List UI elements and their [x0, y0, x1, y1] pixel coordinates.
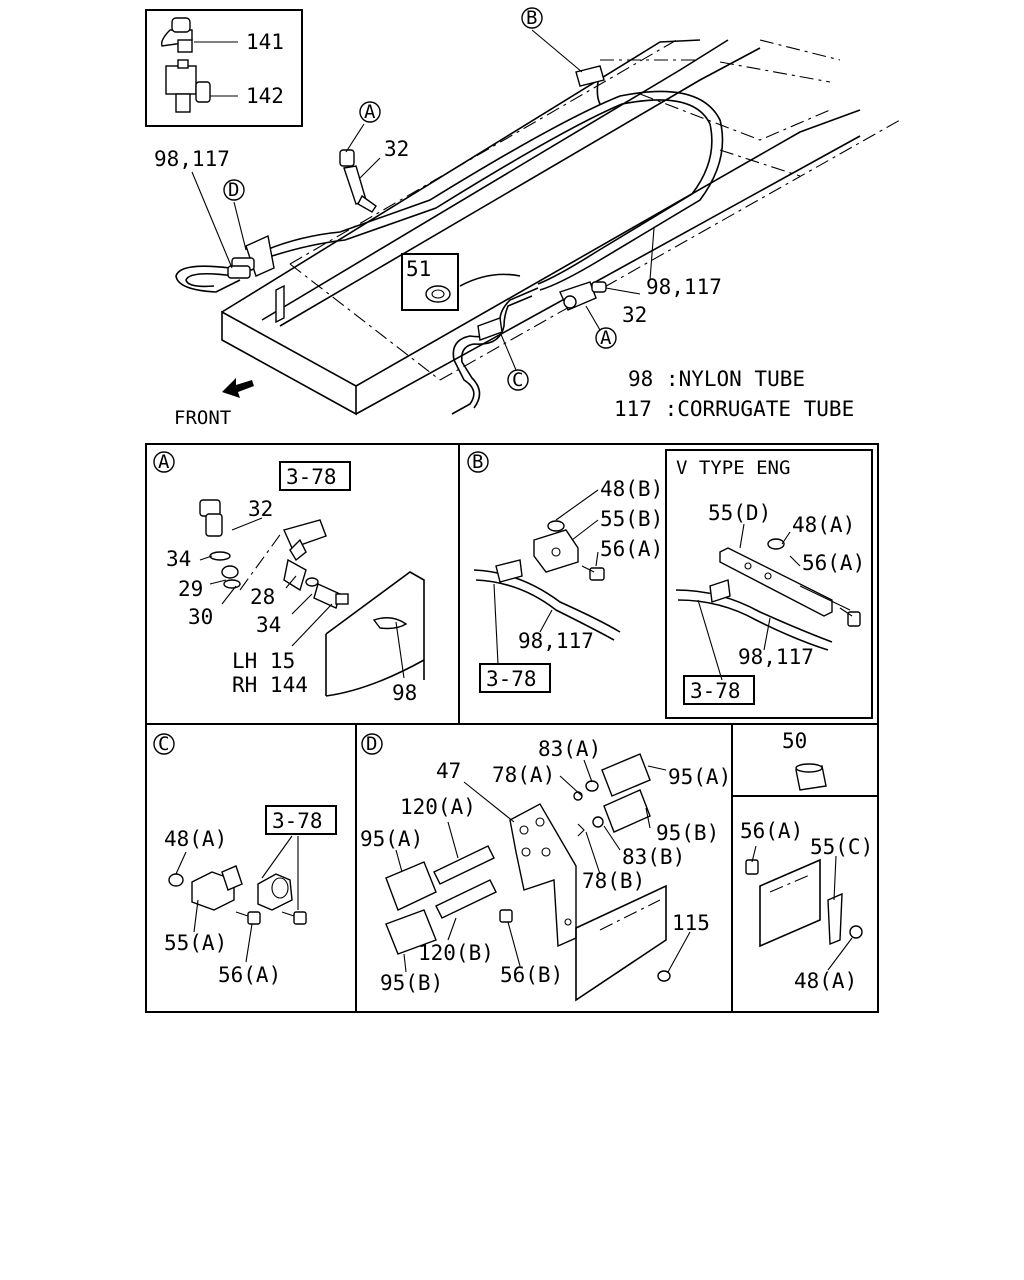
panel-D-95b-left: 95(B) [380, 971, 443, 995]
panel-A: A 3-78 [153, 451, 425, 705]
panel-D-95a-left: 95(A) [360, 827, 423, 851]
fitting-141-icon [160, 17, 193, 53]
label-98-117-right: 98,117 [646, 275, 722, 299]
callout-C-circle [507, 369, 529, 391]
callout-A1: A [364, 101, 376, 123]
panel-E-56: 56(A) [740, 819, 803, 843]
panel-A-rh: RH 144 [232, 673, 308, 697]
panel-v-title: V TYPE ENG [676, 457, 790, 479]
panel-C-key: C [158, 733, 169, 755]
part-51-box [401, 253, 459, 311]
grommet-51-icon [425, 285, 451, 303]
callout-A2-circle [595, 327, 617, 349]
panel-C-56: 56(A) [218, 963, 281, 987]
panel-B-ref-box [479, 663, 551, 693]
panel-D-key: D [366, 733, 377, 755]
tube-routing [175, 65, 724, 415]
panel-D-95a-right: 95(A) [668, 765, 731, 789]
panel-A-32: 32 [248, 497, 273, 521]
panel-C: C 3-78 48(A) 55(A) 56(A) [153, 733, 337, 987]
panel-A-98: 98 [392, 681, 417, 705]
legend-corrugate-tube: 117 :CORRUGATE TUBE [614, 397, 854, 421]
label-98-117-left: 98,117 [154, 147, 230, 171]
label-142: 142 [246, 84, 284, 108]
panel-A-key: A [158, 451, 170, 473]
panel-A-29: 29 [178, 577, 203, 601]
panel-B: B 48(B) 55(B) 56(A) 98,117 3-78 [467, 451, 663, 693]
panel-D-83b: 83(B) [622, 845, 685, 869]
panel-D-56b: 56(B) [500, 963, 563, 987]
leader-lines [191, 29, 655, 371]
panel-E-55: 55(C) [810, 835, 873, 859]
panel-E-parts [745, 845, 863, 971]
panel-C-48: 48(A) [164, 827, 227, 851]
panel-A-lh: LH 15 [232, 649, 295, 673]
panel-50-label: 50 [782, 729, 807, 753]
panel-D-78b: 78(B) [582, 869, 645, 893]
callout-A1-circle [359, 101, 381, 123]
panel-E: 56(A) 55(C) 48(A) [740, 819, 873, 993]
panel-v-ref-box [683, 675, 755, 705]
panel-v-98-117: 98,117 [738, 645, 814, 669]
front-label: FRONT [174, 407, 231, 429]
panel-v-parts [675, 523, 861, 681]
panel-50: 50 [782, 729, 827, 791]
panel-B-56: 56(A) [600, 537, 663, 561]
inset-box [145, 9, 303, 127]
panel-D-115: 115 [672, 911, 710, 935]
panel-v-ref: 3-78 [690, 679, 741, 703]
frame-rail [221, 37, 901, 416]
panel-C-ref: 3-78 [272, 809, 323, 833]
front-arrow-icon [222, 378, 254, 398]
panel-C-parts [168, 835, 307, 963]
legend-nylon-tube: 98 :NYLON TUBE [628, 367, 805, 391]
panel-B-55: 55(B) [600, 507, 663, 531]
overview-drawing: 141 142 [145, 7, 901, 429]
detail-grid [145, 443, 879, 1013]
panel-v-type: V TYPE ENG 55(D) 48(A) 56(A) 98,117 3-78 [675, 457, 865, 705]
panel-v-55: 55(D) [708, 501, 771, 525]
panel-E-48: 48(A) [794, 969, 857, 993]
panel-B-ref: 3-78 [486, 667, 537, 691]
label-32-top: 32 [384, 137, 409, 161]
panel-D: D [360, 733, 731, 1002]
callout-B-circle [521, 7, 543, 29]
label-141: 141 [246, 30, 284, 54]
panel-A-34b: 34 [256, 613, 281, 637]
panel-C-ref-box [265, 805, 337, 835]
panel-A-30: 30 [188, 605, 213, 629]
panel-A-34a: 34 [166, 547, 191, 571]
panel-v-48: 48(A) [792, 513, 855, 537]
panel-A-ref-box [279, 461, 351, 491]
panel-B-parts [473, 489, 621, 665]
panel-D-parts [385, 753, 691, 1002]
panel-B-98-117: 98,117 [518, 629, 594, 653]
tee-142-icon [165, 59, 211, 113]
bushing-50-icon [795, 763, 827, 791]
callout-B: B [526, 7, 537, 29]
panel-A-parts [199, 499, 425, 697]
label-32-right: 32 [622, 303, 647, 327]
panel-D-95b-right: 95(B) [656, 821, 719, 845]
panel-v-56: 56(A) [802, 551, 865, 575]
panel-D-78a: 78(A) [492, 763, 555, 787]
callout-D: D [228, 179, 239, 201]
panel-D-47: 47 [436, 759, 461, 783]
callout-A2: A [600, 327, 612, 349]
label-51: 51 [406, 257, 431, 281]
panel-C-55: 55(A) [164, 931, 227, 955]
panel-D-120b: 120(B) [418, 941, 494, 965]
panel-B-key: B [472, 451, 483, 473]
panel-B-48: 48(B) [600, 477, 663, 501]
callout-C: C [512, 369, 523, 391]
panel-A-ref: 3-78 [286, 465, 337, 489]
panel-D-83a: 83(A) [538, 737, 601, 761]
panel-D-120a: 120(A) [400, 795, 476, 819]
panel-A-28: 28 [250, 585, 275, 609]
callout-D-circle [223, 179, 245, 201]
